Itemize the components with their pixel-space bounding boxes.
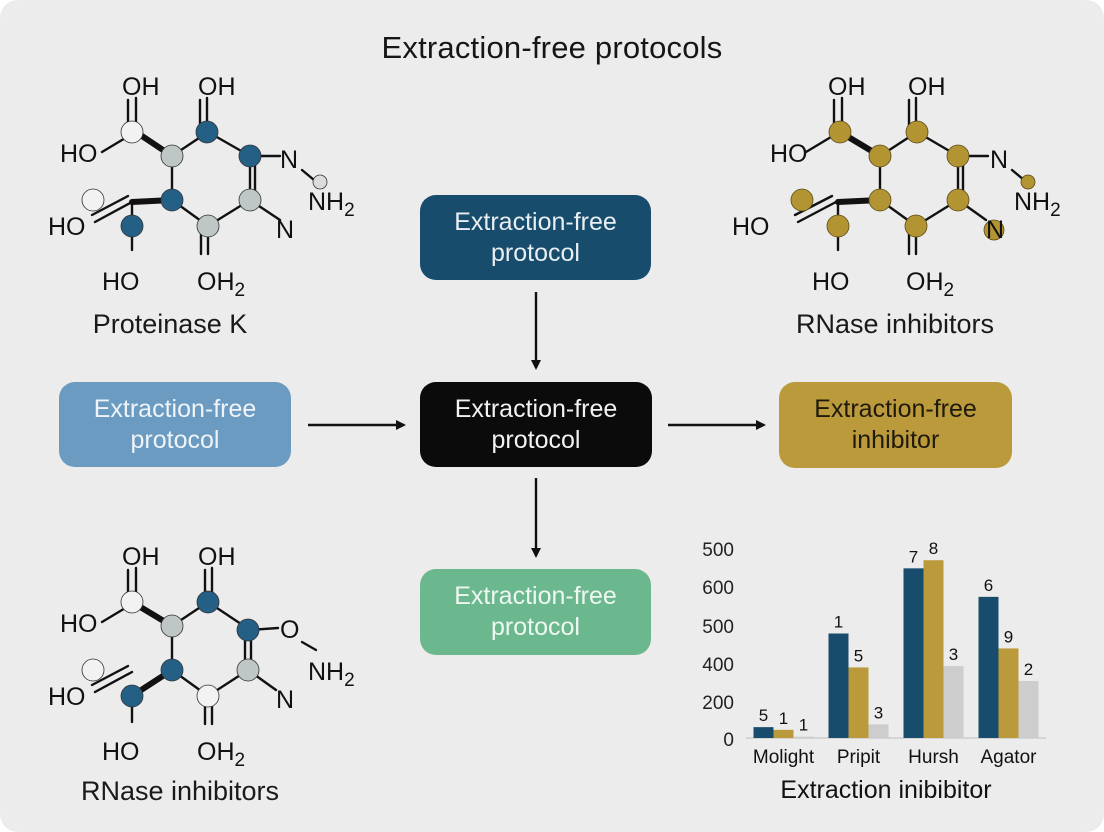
- bar: [923, 560, 944, 738]
- atom-label: HO: [60, 140, 98, 168]
- atom-label: NH2: [308, 658, 355, 691]
- bar-value-label: 1: [799, 716, 808, 735]
- bar-value-label: 7: [909, 547, 918, 566]
- flow-box-bottom: Extraction-free protocol: [420, 569, 651, 655]
- flow-box-center: Extraction-free protocol: [420, 382, 652, 467]
- flow-box-top-line-2: protocol: [491, 238, 580, 267]
- atom-label: HO: [770, 140, 808, 168]
- y-tick-label: 500: [702, 540, 734, 561]
- bar: [848, 667, 869, 738]
- x-axis-title: Extraction inibibitor: [780, 776, 991, 804]
- molecule-structure: OH OH HO N NH2 HO N HO OH2: [48, 73, 355, 301]
- bar-value-label: 6: [984, 576, 993, 595]
- flow-box-bottom-line-2: protocol: [491, 613, 580, 641]
- x-category-label: Molight: [753, 747, 815, 768]
- atom-label: HO: [732, 213, 770, 241]
- bar: [903, 568, 924, 738]
- flow-box-left-line-2: protocol: [130, 425, 220, 454]
- y-tick-label: 200: [702, 693, 734, 714]
- flow-box-center-line-1: Extraction-free: [454, 394, 618, 423]
- bar: [978, 596, 999, 738]
- flow-box-right-line-1: Extraction-free: [814, 395, 977, 423]
- atom-label: N: [990, 146, 1008, 174]
- atom-label: N: [276, 686, 294, 714]
- bar: [828, 633, 849, 738]
- atom-label: OH: [122, 543, 160, 571]
- y-tick-label: 0: [723, 730, 734, 751]
- bar: [998, 648, 1019, 738]
- flow-box-right-line-2: inhibitor: [851, 426, 940, 454]
- atom-label: HO: [60, 610, 98, 638]
- atom-label: HO: [102, 268, 140, 296]
- y-tick-label: 600: [702, 578, 734, 599]
- bar-value-label: 5: [759, 706, 768, 725]
- bar-value-label: 8: [929, 539, 938, 558]
- atom-label: OH: [198, 73, 236, 101]
- bar: [1018, 681, 1039, 738]
- diagram-title: Extraction-free protocols: [381, 30, 723, 65]
- flow-box-center-line-2: protocol: [491, 425, 581, 454]
- x-category-label: Pripit: [837, 747, 881, 768]
- molecule-label: Proteinase K: [92, 309, 248, 339]
- flow-box-left: Extraction-free protocol: [59, 382, 291, 467]
- x-category-label: Agator: [981, 747, 1038, 768]
- atom-label: N: [986, 216, 1004, 244]
- y-tick-label: 400: [702, 655, 734, 676]
- bar-value-label: 1: [834, 613, 843, 632]
- molecule-structure: OH OH HO O NH2 HO N HO OH2: [48, 543, 355, 771]
- bar: [773, 729, 794, 738]
- bar-value-label: 3: [949, 645, 958, 664]
- x-category-label: Hursh: [908, 747, 959, 768]
- atom-label: HO: [812, 268, 850, 296]
- bar: [753, 727, 774, 738]
- atom-label: OH: [828, 73, 866, 101]
- y-tick-label: 500: [702, 617, 734, 638]
- bar-value-label: 1: [779, 709, 788, 728]
- bar-value-label: 2: [1024, 660, 1033, 679]
- flow-box-right: Extraction-free inhibitor: [779, 382, 1012, 468]
- atom-label: HO: [102, 738, 140, 766]
- atom-label: O: [280, 616, 299, 644]
- flow-box-left-line-1: Extraction-free: [93, 394, 257, 423]
- bar: [793, 736, 814, 738]
- atom-label: N: [276, 216, 294, 244]
- flow-box-top-line-1: Extraction-free: [454, 207, 617, 236]
- atom-label: HO: [48, 213, 86, 241]
- atom-label: NH2: [1014, 188, 1061, 221]
- molecule-label: RNase inhibitors: [80, 776, 280, 806]
- atom-label: OH: [908, 73, 946, 101]
- atom-label: N: [280, 146, 298, 174]
- molecule-structure: OH OH HO N NH2 HO N HO OH2: [732, 73, 1061, 301]
- atom-label: OH: [198, 543, 236, 571]
- atom-label: HO: [48, 683, 86, 711]
- flow-box-bottom-line-1: Extraction-free: [454, 582, 617, 610]
- atom-label: NH2: [308, 188, 355, 221]
- atom-label: OH: [122, 73, 160, 101]
- bar: [943, 666, 964, 738]
- atom-label: OH2: [197, 268, 245, 301]
- bar-value-label: 5: [854, 646, 863, 665]
- flow-box-top: Extraction-free protocol: [420, 195, 651, 280]
- molecule-label: RNase inhibitors: [795, 309, 995, 339]
- bar-value-label: 3: [874, 703, 883, 722]
- atom-label: OH2: [197, 738, 245, 771]
- atom-label: OH2: [906, 268, 954, 301]
- bar-value-label: 9: [1004, 627, 1013, 646]
- bar: [868, 724, 889, 738]
